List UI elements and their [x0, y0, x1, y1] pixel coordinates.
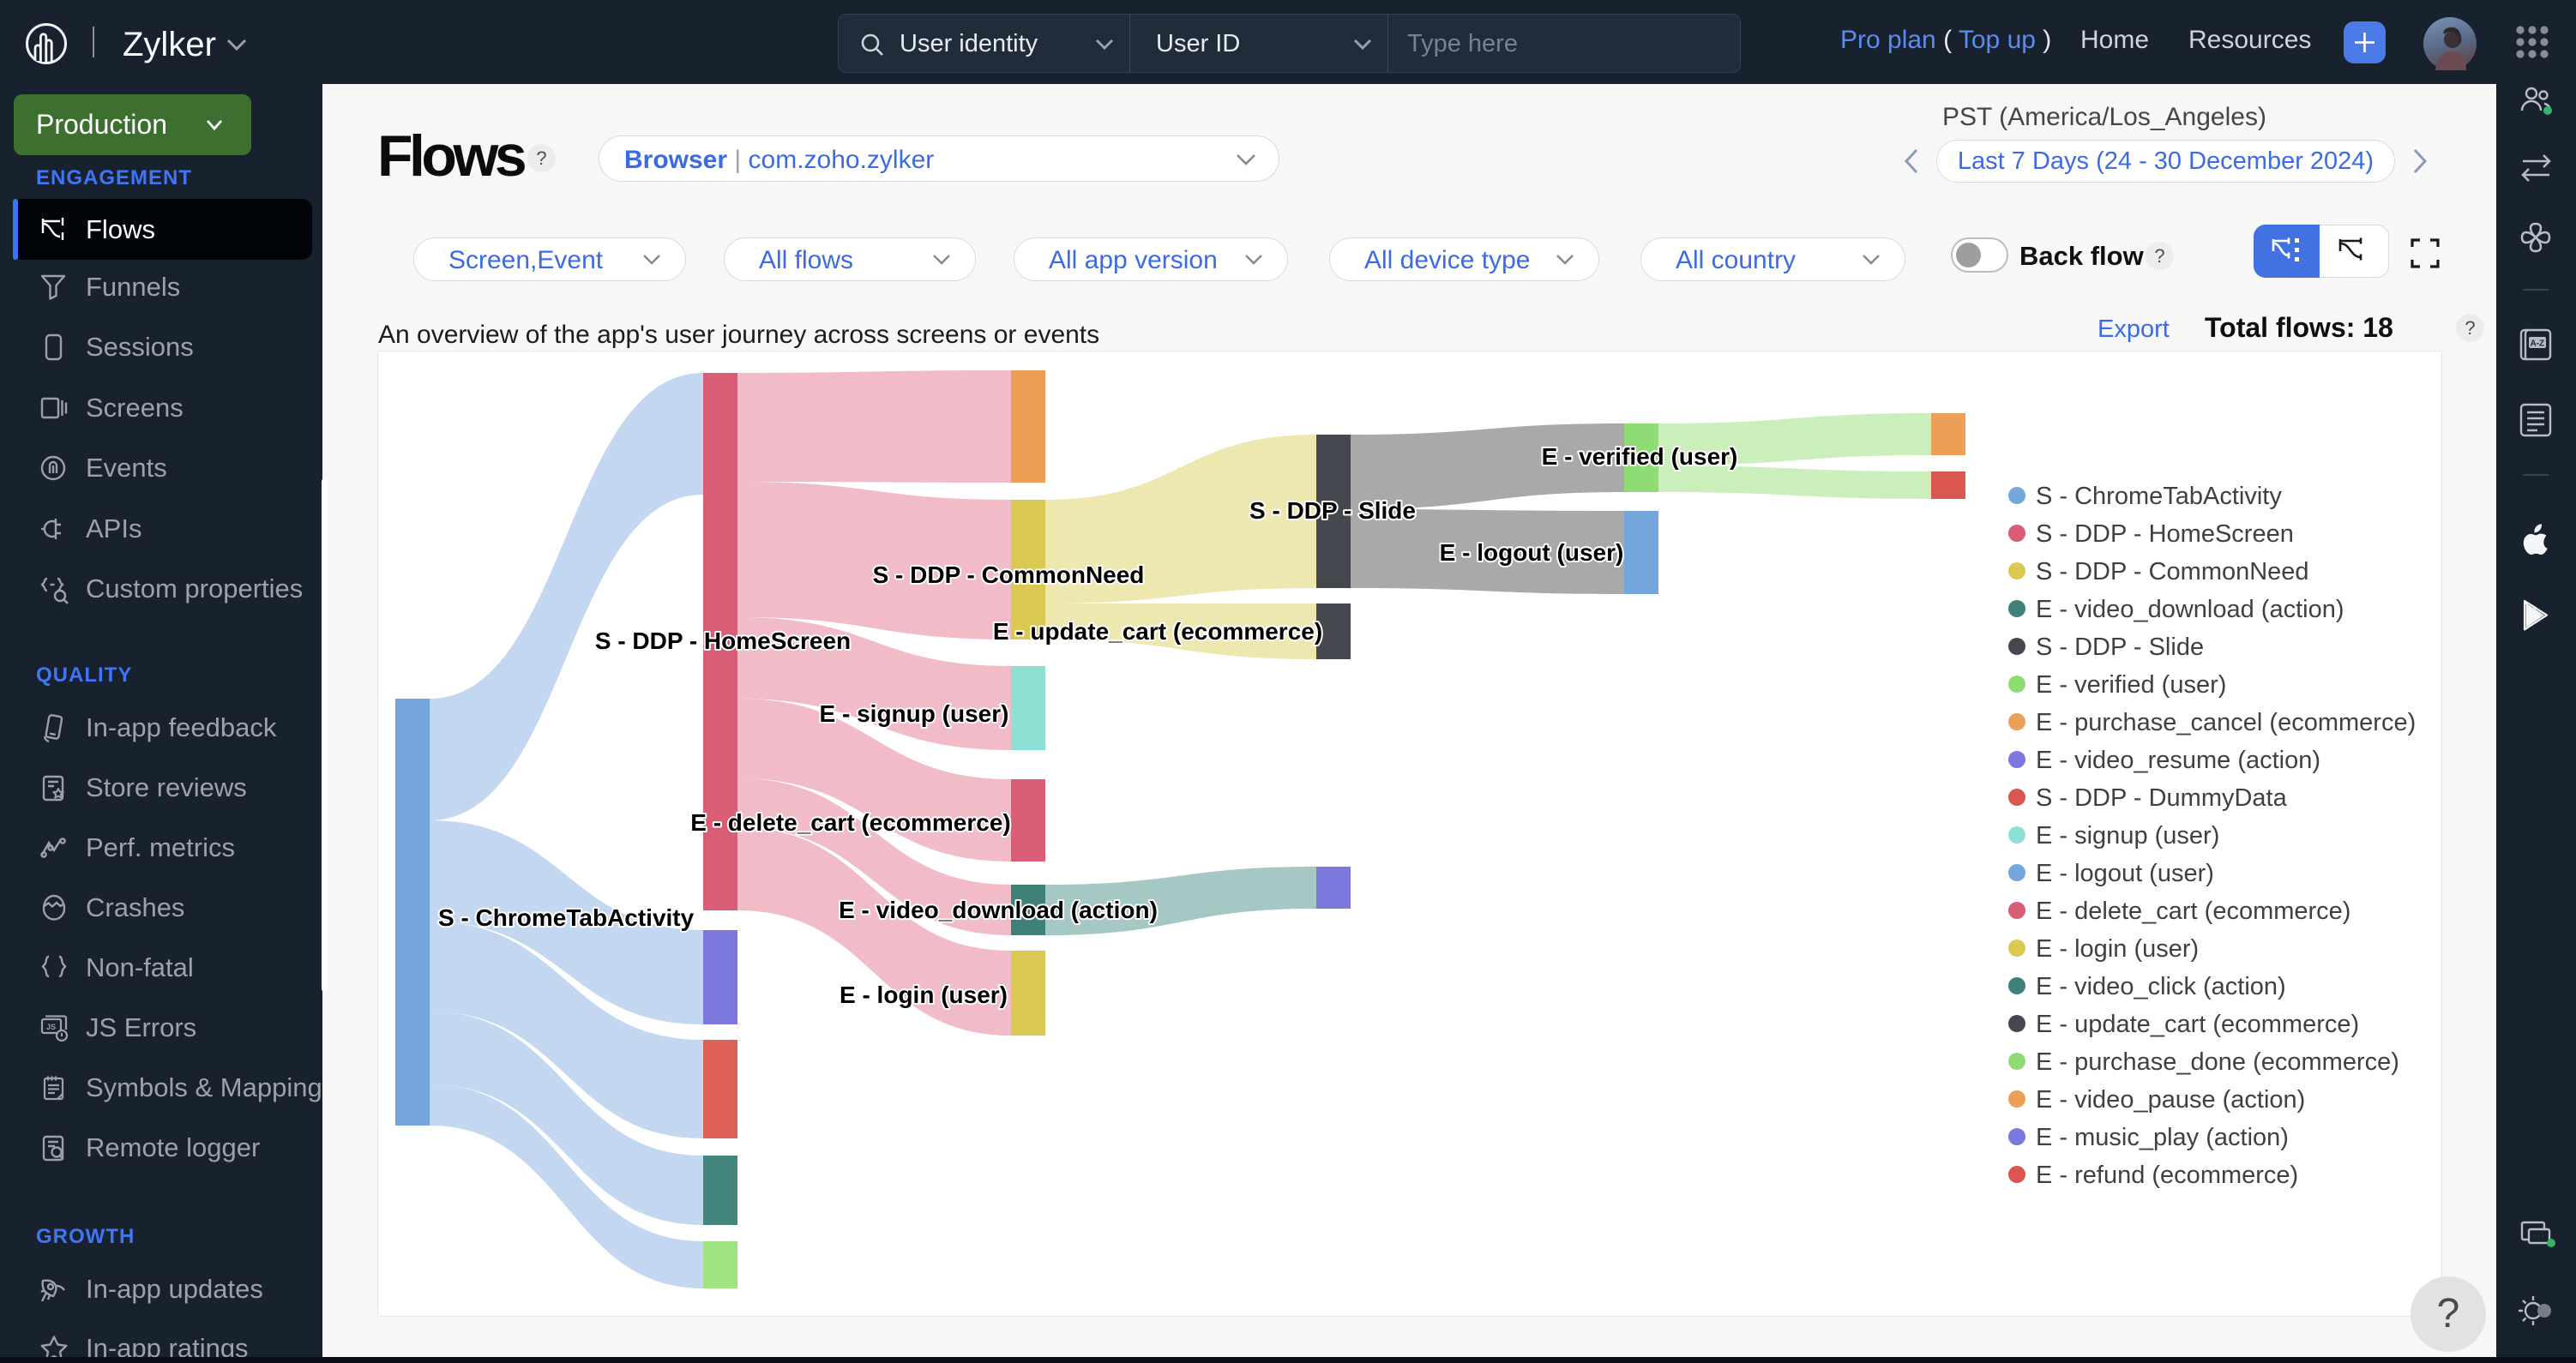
svg-text:E - delete_cart (ecommerce): E - delete_cart (ecommerce): [2036, 898, 2350, 925]
svg-text:E - video_click (action): E - video_click (action): [2036, 973, 2286, 1000]
svg-text:E - video_pause (action): E - video_pause (action): [2036, 1086, 2305, 1114]
svg-text:S - ChromeTabActivity: S - ChromeTabActivity: [438, 904, 695, 931]
svg-text:E - delete_cart (ecommerce): E - delete_cart (ecommerce): [690, 809, 1011, 836]
svg-text:S - DDP - HomeScreen: S - DDP - HomeScreen: [2036, 520, 2294, 548]
svg-text:S - ChromeTabActivity: S - ChromeTabActivity: [2036, 483, 2282, 510]
svg-text:E - update_cart (ecommerce): E - update_cart (ecommerce): [2036, 1011, 2359, 1038]
svg-text:E - verified (user): E - verified (user): [1542, 443, 1738, 470]
svg-text:E - signup (user): E - signup (user): [2036, 822, 2219, 850]
svg-text:E - music_play (action): E - music_play (action): [2036, 1124, 2289, 1151]
svg-text:E - update_cart (ecommerce): E - update_cart (ecommerce): [993, 618, 1322, 645]
svg-text:E - purchase_done (ecommerce): E - purchase_done (ecommerce): [2036, 1048, 2399, 1076]
svg-text:E - logout (user): E - logout (user): [2036, 860, 2214, 887]
svg-text:S - DDP - CommonNeed: S - DDP - CommonNeed: [2036, 558, 2309, 585]
svg-text:S - DDP - Slide: S - DDP - Slide: [1249, 497, 1416, 524]
svg-text:A-Z: A-Z: [2531, 339, 2545, 349]
svg-text:E - video_download (action): E - video_download (action): [2036, 596, 2344, 623]
svg-text:E - verified (user): E - verified (user): [2036, 671, 2226, 699]
svg-text:S - DDP - CommonNeed: S - DDP - CommonNeed: [873, 561, 1145, 588]
svg-text:E - signup (user): E - signup (user): [820, 700, 1009, 727]
svg-text:S - DDP - Slide: S - DDP - Slide: [2036, 633, 2204, 661]
svg-text:E - login (user): E - login (user): [840, 982, 1008, 1008]
svg-text:S - DDP - HomeScreen: S - DDP - HomeScreen: [595, 627, 851, 654]
svg-text:E - video_download (action): E - video_download (action): [839, 897, 1158, 923]
svg-text:JS: JS: [46, 1023, 56, 1031]
svg-text:E - refund (ecommerce): E - refund (ecommerce): [2036, 1162, 2298, 1189]
svg-text:E - video_resume (action): E - video_resume (action): [2036, 747, 2320, 774]
svg-text:E - logout (user): E - logout (user): [1440, 539, 1624, 566]
svg-text:E - purchase_cancel (ecommerce: E - purchase_cancel (ecommerce): [2036, 709, 2416, 736]
svg-text:S - DDP - DummyData: S - DDP - DummyData: [2036, 784, 2288, 812]
svg-text:E - login (user): E - login (user): [2036, 935, 2199, 963]
